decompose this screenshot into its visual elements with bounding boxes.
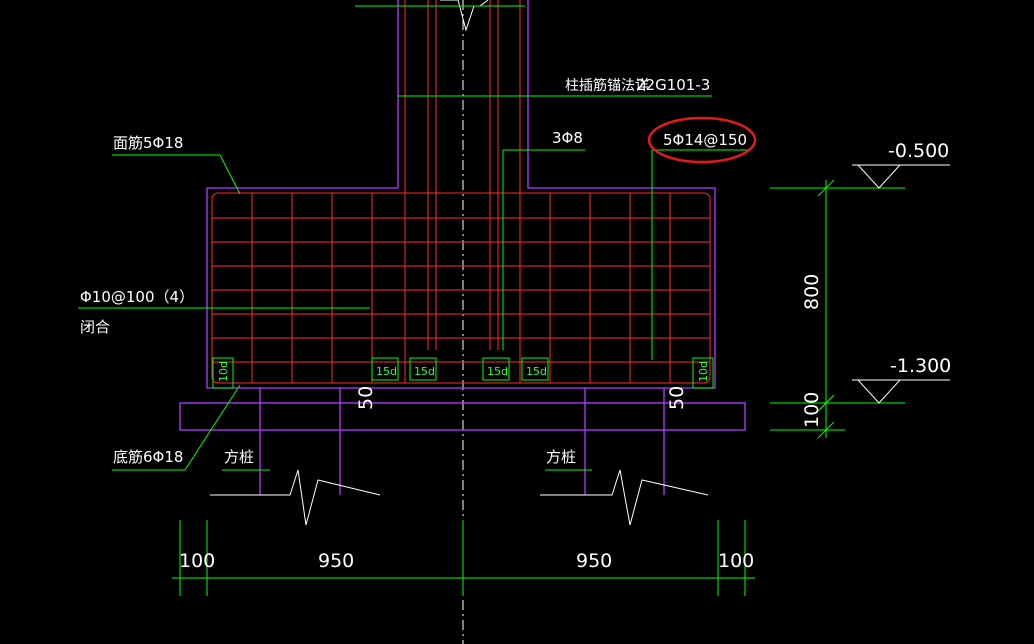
column-rebar	[355, 0, 525, 350]
atlas-ref-label: 22G101-3	[636, 76, 710, 94]
bottom-rebar-label: 底筋6Φ18	[113, 448, 183, 466]
anchor-15d-2: 15d	[414, 365, 435, 378]
stirrup-closed-label: 闭合	[80, 318, 110, 336]
span-right-dimension: 950	[576, 550, 612, 572]
anchor-10d-right: 10d	[697, 361, 710, 382]
top-rebar-label: 面筋5Φ18	[113, 134, 183, 152]
elevation-top-label: -0.500	[888, 140, 949, 162]
anchor-15d-3: 15d	[487, 365, 508, 378]
cover-right-dimension: 100	[718, 550, 754, 572]
side-rebar-label: 5Φ14@150	[663, 131, 747, 149]
span-left-dimension: 950	[318, 550, 354, 572]
cap-rebar-cage	[211, 192, 711, 384]
pile-cushion	[179, 388, 746, 526]
column-outline	[206, 0, 716, 389]
column-rebar-anchor-label: 柱插筋锚法详	[565, 77, 649, 94]
pile-embed-right: 50	[666, 386, 688, 410]
anchor-10d-left: 10d	[217, 361, 230, 382]
highlight-circle	[647, 116, 757, 164]
dimension-lines	[78, 95, 905, 596]
anchor-15d-1: 15d	[376, 365, 397, 378]
pile-left-label: 方桩	[224, 448, 254, 466]
cushion-dimension-label: 100	[801, 392, 823, 428]
pile-right-label: 方桩	[546, 448, 576, 466]
elevation-bottom-label: -1.300	[890, 355, 951, 377]
stirrup-label: Φ10@100（4）	[80, 288, 194, 306]
height-dimension-label: 800	[801, 274, 823, 310]
anchor-15d-4: 15d	[526, 365, 547, 378]
column-ties-label: 3Φ8	[552, 129, 583, 147]
elevation-markers	[852, 164, 950, 404]
cover-left-dimension: 100	[179, 550, 215, 572]
pile-embed-left: 50	[355, 386, 377, 410]
